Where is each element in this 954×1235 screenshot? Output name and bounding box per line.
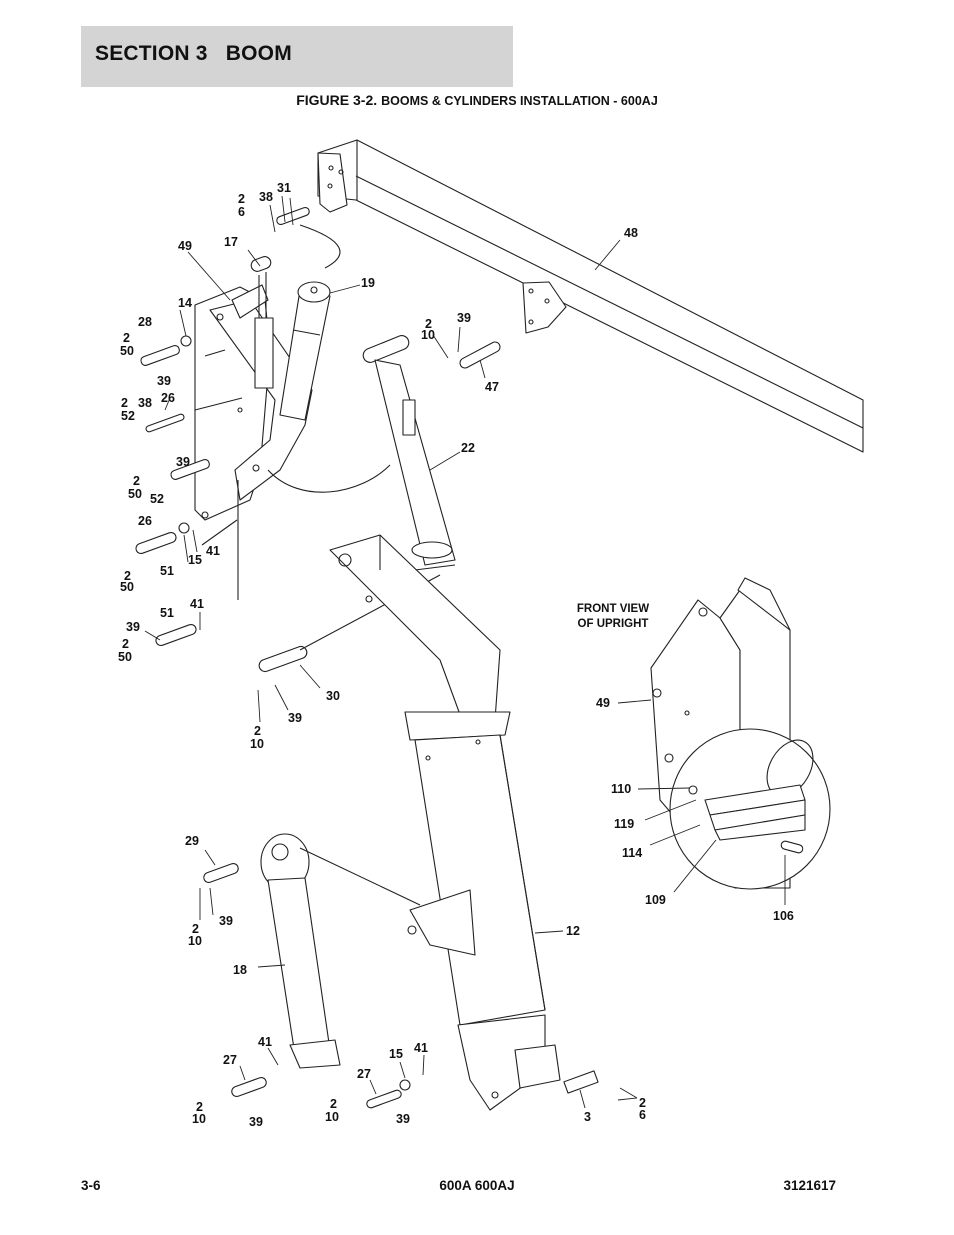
figure-title: BOOMS & CYLINDERS INSTALLATION - 600AJ [381,94,658,108]
callout-label: 6 [639,1108,646,1122]
callout-label: 52 [121,409,135,423]
callout-label: 52 [150,492,164,506]
callout-label: 41 [258,1035,272,1049]
callout-label: 6 [238,205,245,219]
callout-label: 14 [178,296,192,310]
callout-label: 50 [120,580,134,594]
callout-label: 39 [176,455,190,469]
callout-label: 22 [461,441,475,455]
callout-label: 41 [190,597,204,611]
section-header: SECTION 3 BOOM [81,26,513,87]
callout-label: 2 [639,1096,646,1110]
section-title: SECTION 3 BOOM [95,42,292,65]
figure-caption: FIGURE 3-2.BOOMS & CYLINDERS INSTALLATIO… [0,92,954,110]
callout-label: 119 [614,817,634,831]
callout-label: 10 [325,1110,339,1124]
callout-label: 39 [457,311,471,325]
main-boom [299,139,864,453]
callout-label: 10 [421,328,435,342]
callout-label: 2 [254,724,261,738]
boom-bracket [522,281,567,334]
callout-label: 26 [138,514,152,528]
callout-label: 41 [414,1041,428,1055]
callout-label: 39 [219,914,233,928]
callout-label: 109 [645,893,666,907]
cylinder-19 [267,281,391,493]
callout-label: 2 [133,474,140,488]
callout-label: 29 [185,834,199,848]
callout-label: 2 [330,1097,337,1111]
callout-label: 49 [596,696,610,710]
callout-label: 110 [611,782,631,796]
callout-label: 2 [238,192,245,206]
callout-label: 30 [326,689,340,703]
callout-label: 38 [259,190,273,204]
footer-model: 600A 600AJ [439,1178,515,1193]
leader-lines [144,195,786,1109]
inset-title: FRONT VIEW OF UPRIGHT [577,603,649,630]
callout-label: 48 [624,226,638,240]
callout-label: 18 [233,963,247,977]
callout-label: 2 [124,569,131,583]
cylinder-22 [362,335,456,571]
callout-label: 2 [123,331,130,345]
callout-label: 2 [122,637,129,651]
cylinder-17 [250,256,274,389]
callout-label: 39 [126,620,140,634]
callout-label: 15 [188,553,202,567]
callout-label: 2 [121,396,128,410]
callout-label: 51 [160,606,174,620]
callout-label: 3 [584,1110,591,1124]
callout-labels: 2 6 38 31 17 49 19 14 28 2 50 39 2 10 39… [118,181,794,1129]
callout-label: 31 [277,181,291,195]
callout-label: 38 [138,396,152,410]
pins [135,207,599,1109]
callout-label: 39 [288,711,302,725]
callout-label: 50 [128,487,142,501]
front-view-upright [650,577,831,890]
callout-label: 2 [196,1100,203,1114]
callout-label: 2 [425,317,432,331]
callout-label: 51 [160,564,174,578]
callout-label: 47 [485,380,499,394]
callout-label: 26 [161,391,175,405]
lower-boom [329,534,561,1111]
cylinder-18 [260,833,421,1069]
callout-label: 39 [249,1115,263,1129]
callout-label: 39 [396,1112,410,1126]
callout-label: 12 [566,924,580,938]
callout-label: 19 [361,276,375,290]
footer-page-number: 3-6 [81,1178,101,1193]
inset-title-line2: OF UPRIGHT [578,618,649,630]
callout-label: 114 [622,846,642,860]
callout-label: 10 [188,934,202,948]
callout-label: 106 [773,909,794,923]
callout-label: 10 [250,737,264,751]
callout-label: 50 [120,344,134,358]
callout-label: 39 [157,374,171,388]
callout-label: 28 [138,315,152,329]
callout-label: 49 [178,239,192,253]
inset-title-line1: FRONT VIEW [577,603,649,615]
callout-label: 27 [223,1053,237,1067]
figure-number: FIGURE 3-2. [296,92,378,108]
callout-label: 15 [389,1047,403,1061]
callout-label: 2 [192,922,199,936]
callout-label: 41 [206,544,220,558]
callout-label: 27 [357,1067,371,1081]
pin-47 [459,341,501,369]
callout-label: 10 [192,1112,206,1126]
footer-doc-number: 3121617 [783,1178,836,1193]
callout-label: 50 [118,650,132,664]
callout-label: 17 [224,235,238,249]
